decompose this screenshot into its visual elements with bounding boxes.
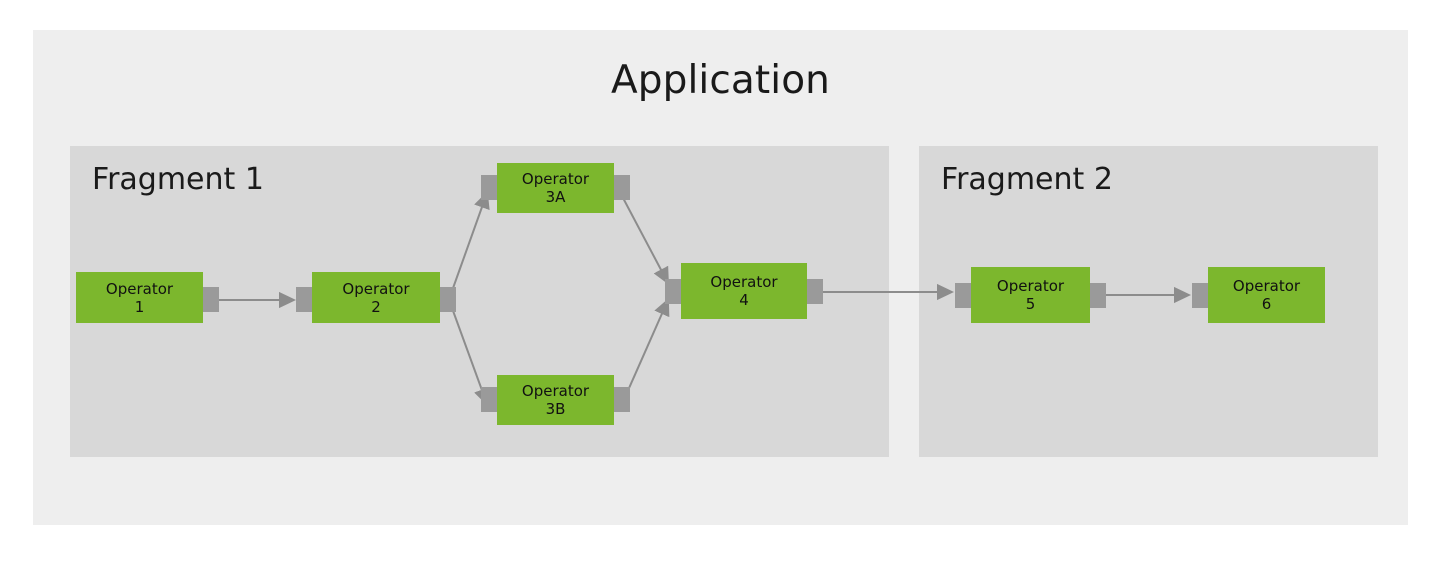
port-op2-out[interactable] [440, 287, 456, 312]
port-op3b-in[interactable] [481, 387, 497, 412]
port-op3a-out[interactable] [614, 175, 630, 200]
port-op4-in[interactable] [665, 279, 681, 304]
operator-name-label: Operator [996, 277, 1065, 295]
port-op5-out[interactable] [1090, 283, 1106, 308]
operator-number-label: 6 [1261, 295, 1272, 313]
operator-name-label: Operator [521, 170, 590, 188]
operator-number-label: 3A [545, 188, 566, 206]
port-op5-in[interactable] [955, 283, 971, 308]
operator-number-label: 1 [134, 297, 145, 316]
operator-number-label: 2 [371, 297, 381, 316]
operator-name-label: Operator [1232, 277, 1301, 295]
port-op6-in[interactable] [1192, 283, 1208, 308]
operator-number-label: 3B [545, 400, 566, 418]
port-op1-out[interactable] [203, 287, 219, 312]
fragment-2-title: Fragment 2 [941, 162, 1113, 197]
fragment-1-title: Fragment 1 [92, 162, 264, 197]
port-op2-in[interactable] [296, 287, 312, 312]
operator-name-label: Operator [342, 279, 410, 298]
port-op3a-in[interactable] [481, 175, 497, 200]
operator-name-label: Operator [710, 273, 778, 291]
port-op4-out[interactable] [807, 279, 823, 304]
operator-number-label: 5 [1025, 295, 1036, 313]
application-title: Application [610, 58, 830, 103]
operator-name-label: Operator [521, 382, 590, 400]
operator-number-label: 4 [739, 291, 749, 309]
operator-name-label: Operator [105, 279, 174, 298]
port-op3b-out[interactable] [614, 387, 630, 412]
